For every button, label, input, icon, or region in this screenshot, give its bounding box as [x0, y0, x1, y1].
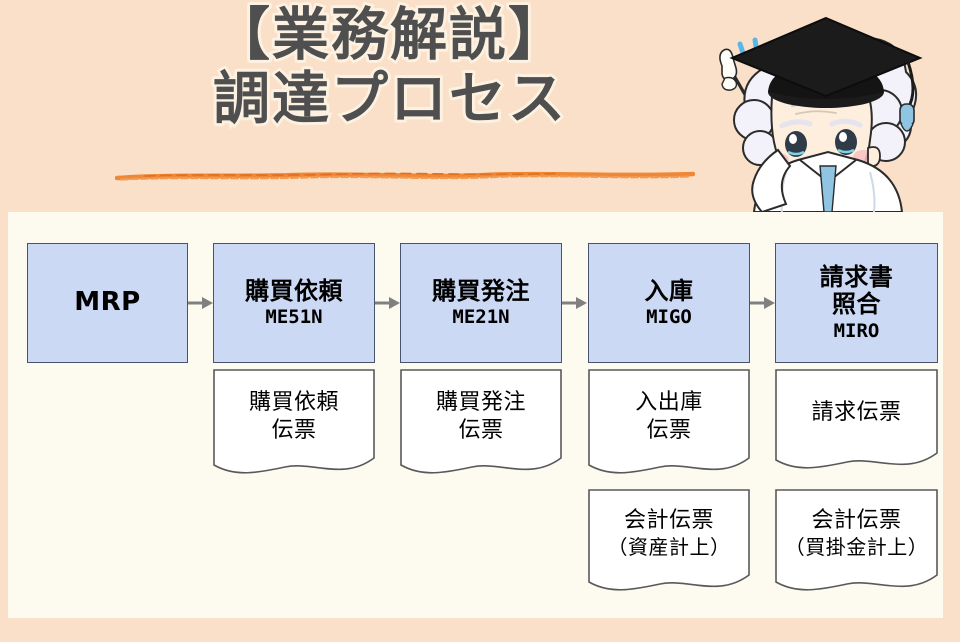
document-goods-movement-slip[interactable]: 入出庫 伝票 — [588, 369, 750, 477]
doc-line-1: 請求伝票 — [811, 400, 902, 425]
document-accounting-slip-asset-label: 会計伝票 （資産計上） — [588, 507, 750, 560]
doc-line-1: 購買依頼 — [248, 390, 339, 415]
flow-arrow-2 — [375, 297, 400, 309]
process-box-invoice-verification[interactable]: 請求書 照合 MIRO — [775, 243, 938, 363]
page-title: 【業務解説】 調達プロセス — [0, 2, 780, 133]
process-box-purchase-requisition[interactable]: 購買依頼 ME51N — [213, 243, 375, 363]
process-box-goods-receipt[interactable]: 入庫 MIGO — [588, 243, 750, 363]
document-invoice-slip[interactable]: 請求伝票 — [775, 369, 938, 472]
doc-line-2: （資産計上） — [607, 534, 731, 559]
document-invoice-slip-label: 請求伝票 — [775, 399, 938, 427]
process-box-mrp[interactable]: MRP — [27, 243, 188, 363]
doc-line-1: 会計伝票 — [811, 508, 902, 533]
doc-line-1: 会計伝票 — [623, 508, 714, 533]
title-line-primary: 【業務解説】 — [211, 2, 568, 68]
arm — [751, 148, 792, 212]
doc-line-2: 伝票 — [271, 417, 317, 443]
document-purchase-order-slip-label: 購買発注 伝票 — [400, 389, 562, 444]
process-box-purchase-order[interactable]: 購買発注 ME21N — [400, 243, 562, 363]
title-underline-brushstroke — [115, 171, 695, 181]
doc-line-1: 購買発注 — [435, 390, 526, 415]
ear — [867, 146, 881, 168]
process-box-mrp-title: MRP — [74, 287, 141, 318]
process-box-purchase-order-title: 購買発注 — [432, 276, 530, 305]
doc-line-2: 伝票 — [646, 417, 692, 443]
flow-arrow-1 — [188, 297, 213, 309]
document-goods-movement-slip-label: 入出庫 伝票 — [588, 389, 750, 444]
flow-arrow-3 — [562, 297, 587, 309]
document-accounting-slip-asset[interactable]: 会計伝票 （資産計上） — [588, 489, 750, 594]
process-box-goods-receipt-code: MIGO — [646, 306, 692, 329]
title-line-secondary: 調達プロセス — [211, 66, 568, 133]
process-box-invoice-verification-code: MIRO — [833, 319, 880, 342]
graduation-cap-icon — [729, 16, 923, 132]
process-box-purchase-order-code: ME21N — [452, 306, 510, 329]
eyebrows — [779, 118, 863, 129]
document-purchase-requisition-slip-label: 購買依頼 伝票 — [213, 389, 375, 444]
header-band: 【業務解説】 調達プロセス — [0, 0, 960, 212]
document-accounting-slip-payable-label: 会計伝票 （買掛金計上） — [775, 507, 938, 560]
flow-arrow-4 — [750, 297, 775, 309]
doc-line-1: 入出庫 — [635, 390, 703, 415]
doc-line-2: 伝票 — [458, 417, 504, 443]
process-box-invoice-verification-title-1: 請求書 — [819, 263, 894, 292]
eyes — [785, 129, 857, 157]
professor-character-illustration — [719, 16, 923, 212]
process-box-invoice-verification-title-2: 照合 — [832, 290, 881, 318]
pointing-hand-icon — [719, 48, 738, 91]
process-box-purchase-requisition-code: ME51N — [265, 306, 323, 329]
doc-line-2: （買掛金計上） — [784, 534, 929, 559]
procurement-flow-diagram: MRP 購買依頼 ME51N 購買発注 ME21N 入庫 MIGO 請求書 照合… — [8, 212, 943, 618]
document-purchase-requisition-slip[interactable]: 購買依頼 伝票 — [213, 369, 375, 477]
process-box-purchase-requisition-title: 購買依頼 — [245, 276, 343, 305]
lab-coat — [752, 150, 904, 212]
process-box-goods-receipt-title: 入庫 — [644, 276, 694, 305]
document-accounting-slip-payable[interactable]: 会計伝票 （買掛金計上） — [775, 489, 938, 594]
document-purchase-order-slip[interactable]: 購買発注 伝票 — [400, 369, 562, 477]
